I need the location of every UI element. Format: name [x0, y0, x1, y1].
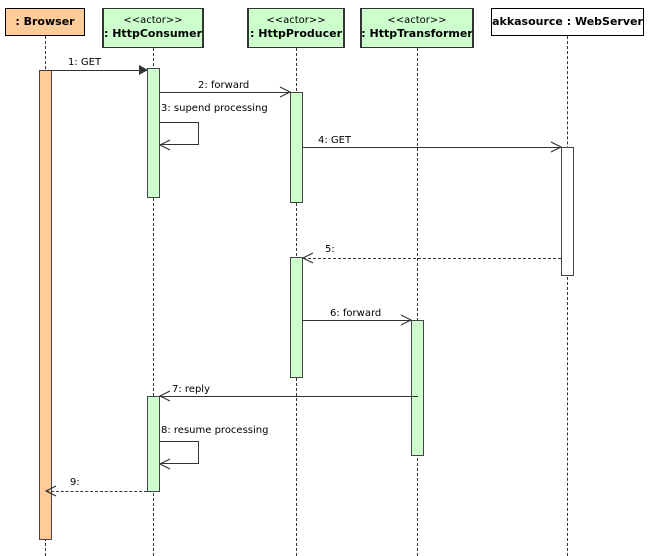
lifeline-httptransformer: [417, 48, 418, 556]
message-label-8: 8: resume processing: [161, 425, 269, 436]
lifeline-stereotype-httpconsumer: <<actor>>: [123, 14, 183, 26]
message-label-3: 3: supend processing: [161, 103, 268, 114]
message-label-5: 5:: [325, 244, 335, 255]
message-label-6: 6: forward: [330, 308, 382, 319]
lifeline-header-webserver[interactable]: akkasource : WebServer: [491, 8, 644, 36]
message-line-1: [46, 70, 147, 71]
lifeline-name-httpproducer: : HttpProducer: [250, 27, 342, 41]
lifeline-name-browser: : Browser: [15, 15, 75, 29]
message-label-7: 7: reply: [172, 384, 210, 395]
message-line-6: [303, 320, 411, 321]
activation-webserver-1: [561, 147, 574, 276]
activation-httpproducer-1: [290, 92, 303, 203]
message-arrowhead-2: [279, 86, 291, 98]
activation-httpconsumer-1: [147, 68, 160, 198]
lifeline-name-webserver: akkasource : WebServer: [492, 15, 643, 29]
lifeline-header-httpproducer[interactable]: <<actor>> : HttpProducer: [247, 8, 345, 48]
message-label-9: 9:: [70, 477, 80, 488]
activation-httpconsumer-2: [147, 396, 160, 492]
lifeline-name-httpconsumer: : HttpConsumer: [104, 27, 203, 41]
message-label-2: 2: forward: [198, 80, 250, 91]
message-line-5: [303, 258, 561, 259]
message-arrowhead-5: [302, 252, 314, 264]
lifeline-stereotype-httptransformer: <<actor>>: [387, 14, 447, 26]
message-label-1: 1: GET: [68, 57, 102, 68]
lifeline-header-httptransformer[interactable]: <<actor>> : HttpTransformer: [360, 8, 474, 48]
message-arrowhead-1: [139, 65, 148, 75]
message-arrowhead-9: [45, 485, 57, 497]
message-line-7: [160, 396, 418, 397]
message-arrowhead-7: [159, 390, 171, 402]
activation-browser: [39, 70, 52, 540]
self-message-box-3: [160, 122, 199, 145]
message-line-9: [46, 491, 147, 492]
lifeline-webserver: [567, 36, 568, 556]
lifeline-httpconsumer: [153, 48, 154, 556]
lifeline-header-browser[interactable]: : Browser: [5, 8, 85, 36]
lifeline-stereotype-httpproducer: <<actor>>: [266, 14, 326, 26]
lifeline-name-httptransformer: : HttpTransformer: [361, 27, 473, 41]
activation-httpproducer-2: [290, 257, 303, 378]
message-arrowhead-3: [159, 139, 171, 151]
self-message-box-8: [160, 441, 199, 464]
message-arrowhead-8: [159, 458, 171, 470]
message-line-4: [303, 147, 561, 148]
message-arrowhead-4: [550, 141, 562, 153]
lifeline-header-httpconsumer[interactable]: <<actor>> : HttpConsumer: [102, 8, 204, 48]
message-label-4: 4: GET: [318, 135, 352, 146]
message-line-2: [160, 92, 290, 93]
activation-httptransformer-1: [411, 320, 424, 456]
message-arrowhead-6: [400, 314, 412, 326]
